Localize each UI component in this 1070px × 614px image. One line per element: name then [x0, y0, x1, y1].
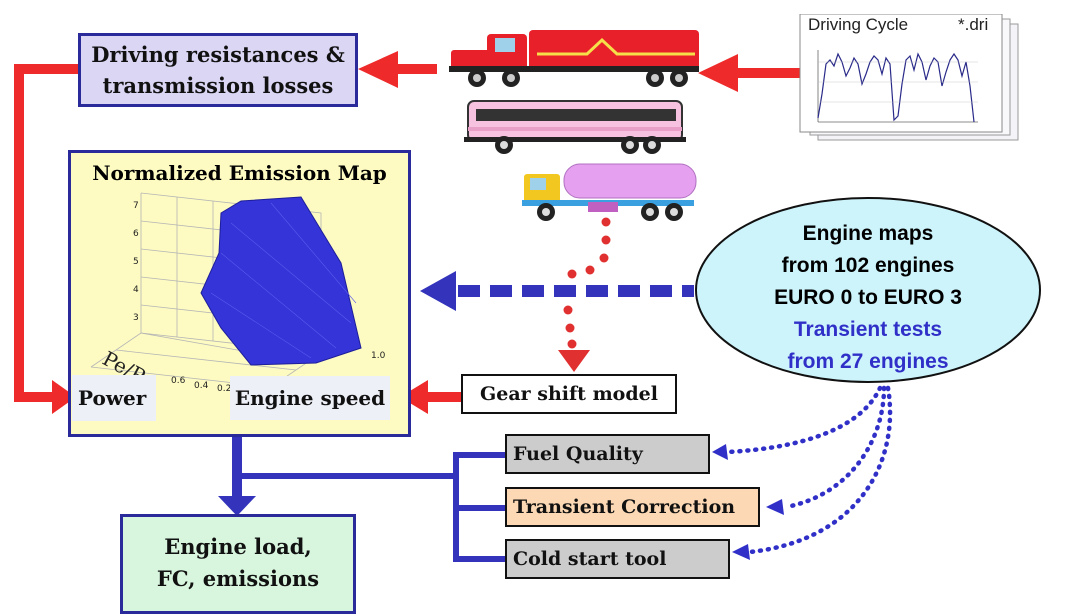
engine-maps-line3: EURO 0 to EURO 3	[774, 286, 962, 309]
emission-map-title: Normalized Emission Map	[92, 161, 387, 185]
svg-text:7: 7	[133, 201, 139, 211]
power-label: Power	[72, 375, 156, 421]
svg-text:6: 6	[133, 229, 139, 239]
driving-resistances-box: Driving resistances & transmission losse…	[78, 33, 358, 107]
engine-maps-line5: from 27 engines	[787, 350, 949, 373]
emission-map-3d-plot: 765 43 0.60.40.2 0-0.2 1.0 Pe/P	[90, 192, 386, 400]
arrowhead-transient	[766, 499, 784, 515]
svg-text:5: 5	[133, 257, 139, 267]
svg-text:1.0: 1.0	[371, 351, 386, 361]
bracket-corrections	[453, 452, 506, 562]
engine-maps-line4: Transient tests	[793, 318, 943, 341]
driving-cycle-chart	[799, 14, 1019, 141]
dotted-maps-to-corrections	[725, 385, 893, 555]
arrow-resistances-to-power	[14, 64, 80, 414]
arrow-gear-to-speed	[400, 380, 463, 414]
svg-text:0.2: 0.2	[217, 384, 231, 394]
engine-load-line1: Engine load,	[164, 534, 312, 559]
resistances-line1: Driving resistances &	[91, 42, 345, 67]
driving-cycle-file-ext: *.dri	[958, 15, 989, 34]
arrow-vehicles-to-resistances	[358, 51, 437, 88]
cold-start-tool-box: Cold start tool	[505, 539, 730, 579]
arrow-cycle-to-vehicles	[698, 54, 800, 92]
driving-cycle-title: Driving Cycle	[808, 15, 909, 34]
tanker-icon	[522, 163, 697, 221]
engine-maps-line2: from 102 engines	[781, 254, 955, 277]
arrowhead-fuel	[712, 444, 728, 460]
fuel-quality-box: Fuel Quality	[505, 434, 710, 474]
svg-text:3: 3	[133, 313, 139, 323]
engine-maps-oval	[695, 197, 1041, 383]
arrowhead-cold	[732, 544, 750, 560]
resistances-line2: transmission losses	[102, 73, 334, 98]
dotted-vehicles-to-gear	[558, 217, 611, 372]
gear-shift-model-box: Gear shift model	[461, 374, 677, 414]
transient-correction-box: Transient Correction	[505, 487, 760, 527]
svg-text:0.4: 0.4	[194, 381, 209, 391]
truck-icon	[449, 30, 699, 87]
engine-speed-label: Engine speed	[230, 376, 390, 420]
svg-text:4: 4	[133, 285, 139, 295]
engine-load-box: Engine load, FC, emissions	[120, 514, 356, 614]
bus-icon	[464, 100, 686, 154]
engine-load-line2: FC, emissions	[156, 566, 320, 591]
svg-text:0.6: 0.6	[171, 376, 186, 386]
engine-maps-line1: Engine maps	[802, 222, 934, 245]
arrow-map-to-load	[218, 431, 456, 516]
dashed-maps-to-emission-map	[420, 271, 694, 311]
